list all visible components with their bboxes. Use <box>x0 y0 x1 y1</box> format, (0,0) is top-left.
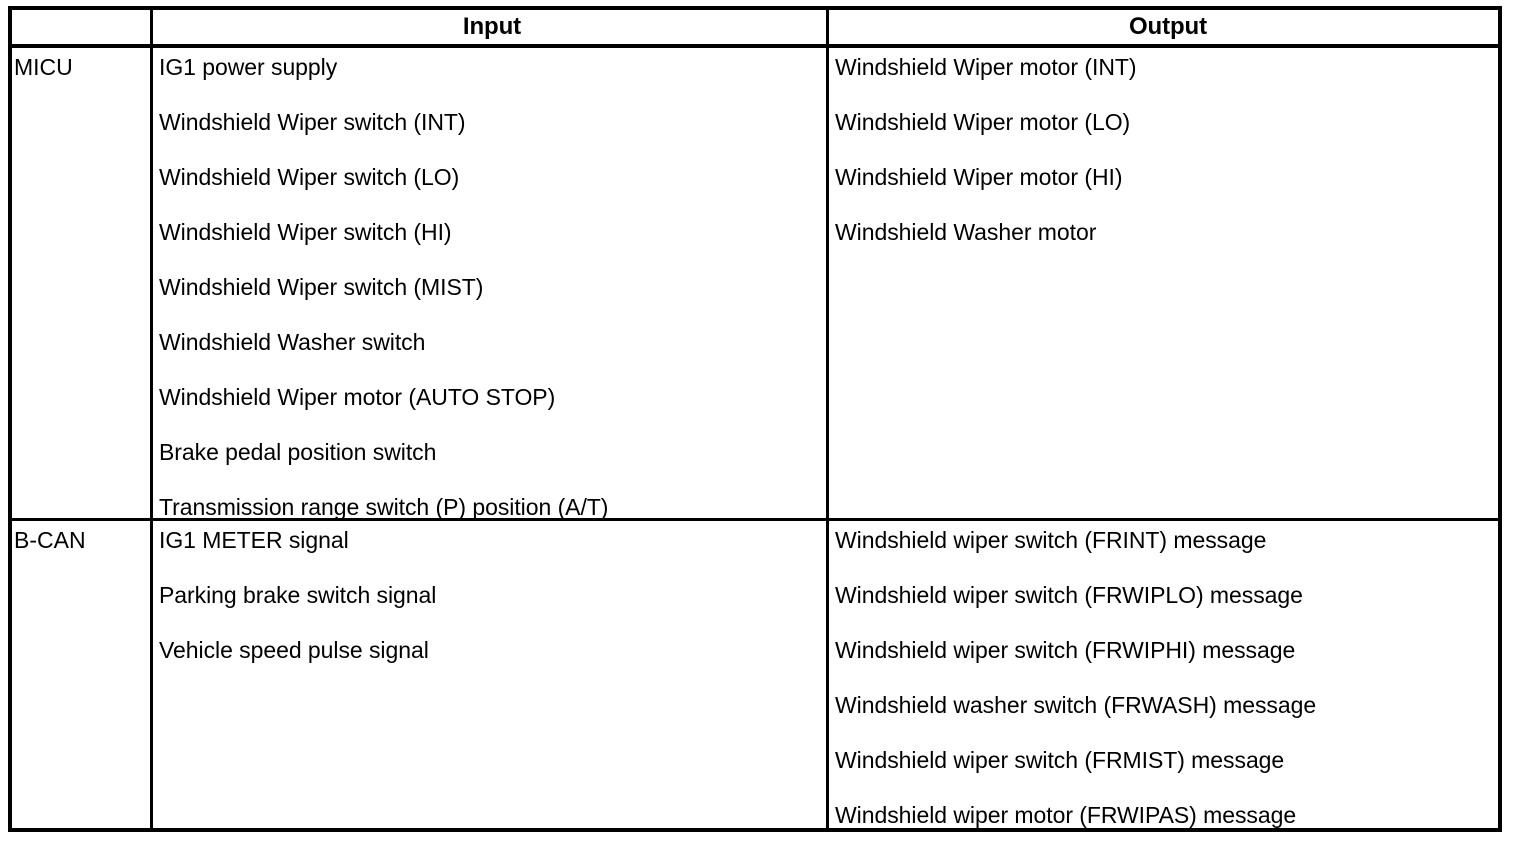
output-cell-micu: Windshield Wiper motor (INT) Windshield … <box>829 48 1502 518</box>
column-header-output: Output <box>1128 13 1208 40</box>
list-item: Windshield Washer switch <box>159 329 426 355</box>
list-item: Windshield Wiper switch (INT) <box>159 109 466 135</box>
list-item: Windshield Wiper motor (LO) <box>835 109 1131 135</box>
list-item: Windshield wiper switch (FRWIPHI) messag… <box>835 637 1296 663</box>
table-row-micu: MICU IG1 power supply Windshield Wiper s… <box>12 48 1498 520</box>
input-list-micu: IG1 power supply Windshield Wiper switch… <box>153 48 826 549</box>
list-item: Windshield Washer motor <box>835 219 1097 245</box>
input-output-table: Input Output MICU IG1 power supply Winds… <box>8 6 1502 832</box>
column-divider-input-output <box>826 10 829 828</box>
input-cell-micu: IG1 power supply Windshield Wiper switch… <box>153 48 826 520</box>
list-item: Windshield wiper motor (FRWIPAS) message <box>835 802 1297 828</box>
column-header-input: Input <box>462 13 522 40</box>
list-item: Windshield Wiper motor (HI) <box>835 164 1123 190</box>
module-cell-bcan: B-CAN <box>12 521 150 832</box>
output-list-micu: Windshield Wiper motor (INT) Windshield … <box>829 48 1502 274</box>
list-item: Transmission range switch (P) position (… <box>159 494 609 520</box>
list-item: Windshield Wiper switch (HI) <box>159 219 452 245</box>
list-item: Parking brake switch signal <box>159 582 437 608</box>
list-item: Windshield wiper switch (FRMIST) message <box>835 747 1285 773</box>
page-canvas: Input Output MICU IG1 power supply Winds… <box>8 6 1502 832</box>
list-item: Vehicle speed pulse signal <box>159 637 429 663</box>
row-divider-micu-bcan <box>12 518 1498 521</box>
input-cell-bcan: IG1 METER signal Parking brake switch si… <box>153 521 826 832</box>
module-label-bcan: B-CAN <box>14 527 86 553</box>
list-item: Windshield Wiper motor (AUTO STOP) <box>159 384 556 410</box>
list-item: Windshield Wiper motor (INT) <box>835 54 1137 80</box>
column-divider-module-input <box>150 10 153 828</box>
output-list-bcan: Windshield wiper switch (FRINT) message … <box>829 521 1502 857</box>
input-list-bcan: IG1 METER signal Parking brake switch si… <box>153 521 826 692</box>
module-cell-micu: MICU <box>12 48 150 518</box>
list-item: Windshield Wiper switch (MIST) <box>159 274 484 300</box>
module-label-micu: MICU <box>14 54 73 80</box>
list-item: IG1 power supply <box>159 54 338 80</box>
list-item: IG1 METER signal <box>159 527 349 553</box>
output-cell-bcan: Windshield wiper switch (FRINT) message … <box>829 521 1502 832</box>
table-row-bcan: B-CAN IG1 METER signal Parking brake swi… <box>12 521 1498 832</box>
list-item: Windshield washer switch (FRWASH) messag… <box>835 692 1317 718</box>
list-item: Windshield wiper switch (FRINT) message <box>835 527 1267 553</box>
list-item: Windshield Wiper switch (LO) <box>159 164 460 190</box>
table-header-row: Input Output <box>12 10 1498 48</box>
list-item: Windshield wiper switch (FRWIPLO) messag… <box>835 582 1303 608</box>
list-item: Brake pedal position switch <box>159 439 437 465</box>
